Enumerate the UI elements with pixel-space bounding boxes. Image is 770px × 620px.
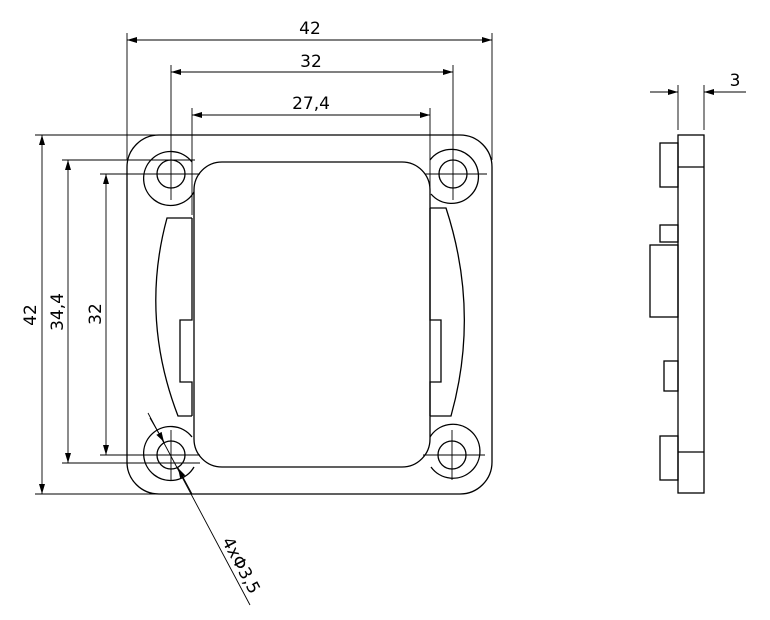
boss-3	[649, 244, 679, 318]
boss-2	[659, 224, 679, 243]
dim-text-42-height: 42	[21, 304, 41, 326]
dim-text-32-height: 32	[86, 303, 106, 325]
dimension-overall-width: 42	[127, 19, 492, 43]
boss-5	[659, 435, 679, 481]
dimension-hole-spacing-y: 32	[86, 174, 109, 455]
extension-lines	[35, 33, 493, 495]
hole-bottom-left	[143, 425, 195, 482]
hole-top-right	[429, 148, 480, 204]
center-lines	[145, 150, 487, 480]
dimension-window-height: 34,4	[48, 160, 71, 463]
dim-text-3: 3	[730, 71, 741, 91]
dim-text-27-4: 27,4	[292, 94, 330, 114]
front-view: 42 32 27,4 42 34,4 32 4xΦ3,5	[21, 19, 493, 606]
dim-text-34-4: 34,4	[48, 293, 68, 331]
side-view: 3	[649, 71, 746, 494]
plate-outline	[126, 134, 493, 495]
left-wing	[155, 217, 193, 417]
window-outline	[193, 161, 431, 468]
dim-text-32-width: 32	[300, 52, 322, 72]
dim-text-42-width: 42	[299, 19, 321, 39]
dimension-hole-spacing-x: 32	[171, 52, 453, 75]
plate-side	[677, 134, 705, 494]
hole-bottom-right	[429, 423, 481, 479]
boss-1	[659, 142, 679, 188]
right-wing	[429, 207, 465, 417]
dimension-thickness: 3	[650, 71, 746, 130]
boss-4	[663, 360, 679, 392]
dimension-window-width: 27,4	[192, 94, 430, 118]
dimension-overall-height: 42	[21, 135, 45, 494]
